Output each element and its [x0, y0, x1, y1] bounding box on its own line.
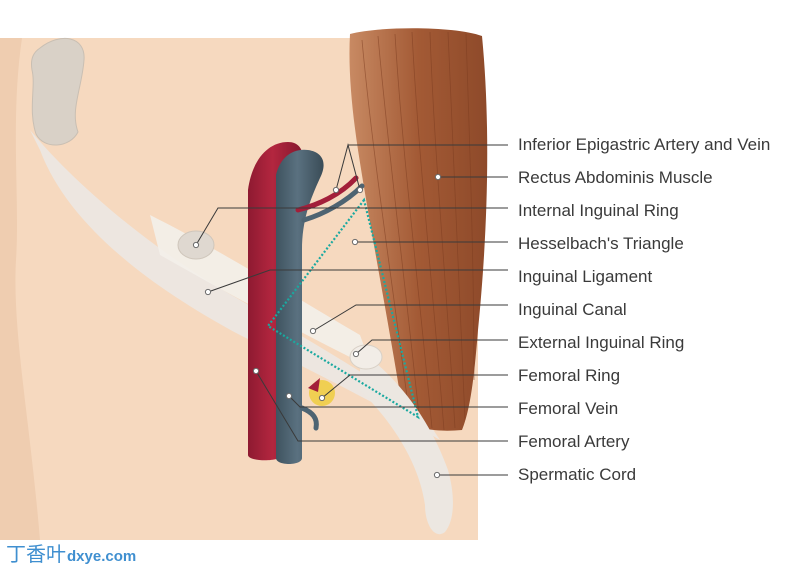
watermark-domain-text: dxye.com: [67, 548, 137, 565]
dot-femoral-ring: [318, 394, 326, 402]
body-contour-edge: [0, 38, 40, 540]
leader-lines: [195, 143, 508, 476]
watermark: 丁香叶 dxye.com: [6, 538, 137, 566]
label-spermatic-cord: Spermatic Cord: [518, 465, 636, 484]
femoral-ring-vessel: [308, 378, 320, 392]
hesselbach-triangle-outline: [266, 197, 420, 420]
dot-spermatic-cord: [433, 471, 441, 479]
external-ring-shape: [349, 344, 383, 370]
leader-internal-ring: [195, 207, 508, 246]
label-inferior-epigastric: Inferior Epigastric Artery and Vein: [518, 135, 770, 154]
dot-rectus-abdominis: [434, 173, 442, 181]
leader-femoral-artery: [255, 370, 508, 442]
dot-inferior-epigastric-vein: [356, 186, 364, 194]
dot-hesselbach: [351, 238, 359, 246]
leader-femoral-vein: [288, 395, 508, 408]
label-femoral-artery: Femoral Artery: [518, 432, 630, 451]
dot-inguinal-canal: [309, 327, 317, 335]
label-hesselbach-triangle: Hesselbach's Triangle: [518, 234, 684, 253]
femoral-vein-shape: [276, 149, 324, 465]
marker-dots: [192, 173, 442, 479]
muscle-fibers: [361, 31, 475, 431]
leader-inguinal-canal: [312, 304, 508, 332]
label-inguinal-canal: Inguinal Canal: [518, 300, 627, 319]
dot-inguinal-ligament: [204, 288, 212, 296]
label-femoral-vein: Femoral Vein: [518, 399, 618, 418]
label-rectus-abdominis: Rectus Abdominis Muscle: [518, 168, 713, 187]
femoral-ring-shape: [309, 380, 335, 406]
leader-femoral-ring: [321, 374, 508, 399]
dot-inferior-epigastric-artery: [332, 186, 340, 194]
rectus-muscle-shape: [349, 28, 488, 431]
label-inguinal-ligament: Inguinal Ligament: [518, 267, 652, 286]
label-external-inguinal-ring: External Inguinal Ring: [518, 333, 684, 352]
leader-inguinal-ligament: [207, 269, 508, 293]
femoral-vein-branch: [299, 405, 319, 431]
leader-external-ring: [355, 339, 508, 355]
dot-femoral-artery: [252, 367, 260, 375]
dot-internal-ring: [192, 241, 200, 249]
label-list: Inferior Epigastric Artery and Vein Rect…: [518, 135, 770, 484]
label-femoral-ring: Femoral Ring: [518, 366, 620, 385]
dot-external-ring: [352, 350, 360, 358]
inguinal-ligament-shape: [30, 130, 440, 440]
iliac-bone: [31, 38, 85, 146]
label-internal-inguinal-ring: Internal Inguinal Ring: [518, 201, 679, 220]
watermark-chinese-text: 丁香叶: [6, 542, 66, 566]
leader-inferior-epigastric: [335, 143, 508, 191]
dot-femoral-vein: [285, 392, 293, 400]
